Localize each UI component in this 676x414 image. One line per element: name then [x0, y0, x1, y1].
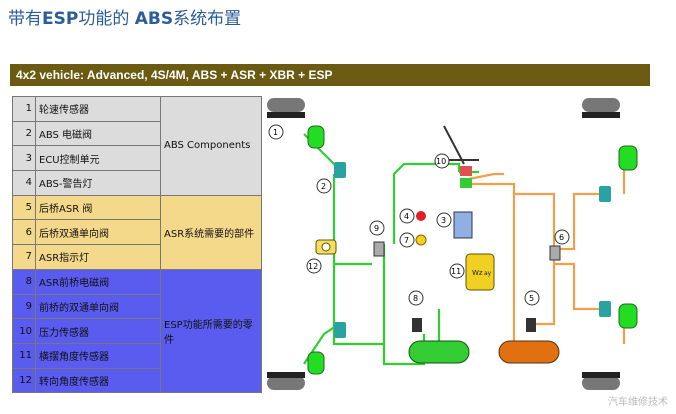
- callout-8: 8: [413, 294, 418, 303]
- legend-item-number: 1: [12, 96, 36, 122]
- ecu-unit: [453, 211, 473, 239]
- legend-item-name: ASR前桥电磁阀: [35, 268, 161, 295]
- legend-item-number: 8: [12, 268, 36, 295]
- legend-group-label: ESP功能所需要的零件: [160, 268, 262, 394]
- legend-item-name: 转向角度传感器: [35, 367, 161, 394]
- callout-10: 10: [436, 157, 446, 166]
- legend-item-number: 2: [12, 120, 36, 147]
- legend-item-number: 5: [12, 194, 36, 221]
- diagram-callouts: 1 2 3 4 5 6 7 8 9 10 11 12: [268, 124, 570, 306]
- legend-item-name: 后桥双通单向阀: [35, 219, 161, 246]
- legend-item-name: ECU控制单元: [35, 145, 161, 172]
- watermark: 汽车维修技术: [608, 397, 668, 408]
- legend-item-name: ABS 电磁阀: [35, 120, 161, 147]
- callout-5: 5: [529, 294, 534, 303]
- callout-11: 11: [451, 267, 461, 276]
- legend-item-name: 压力传感器: [35, 318, 161, 344]
- rear-air-lines: [468, 154, 626, 356]
- yaw-rate-sensor: Wz ay: [465, 253, 495, 291]
- legend-item-number: 12: [12, 367, 36, 394]
- callout-12: 12: [308, 262, 318, 271]
- legend-item-name: 横摆角度传感器: [35, 342, 161, 369]
- legend-group-label: ABS Components: [160, 96, 262, 196]
- callout-4: 4: [404, 212, 409, 221]
- legend-item-name: 后桥ASR 阀: [35, 194, 161, 221]
- callout-2: 2: [321, 182, 326, 191]
- legend-group-label: ASR系统需要的部件: [160, 194, 262, 270]
- steering-angle-sensor: [315, 239, 337, 255]
- legend-item-number: 9: [12, 293, 36, 320]
- legend-item-number: 4: [12, 170, 36, 196]
- rear-air-tank: [498, 340, 560, 364]
- legend-item-number: 10: [12, 318, 36, 344]
- yaw-label-ay: ay: [484, 270, 492, 277]
- legend-item-name: ABS-警告灯: [35, 170, 161, 196]
- front-double-check-valve: [373, 241, 385, 257]
- legend-item-name: ASR指示灯: [35, 244, 161, 270]
- legend-item-number: 6: [12, 219, 36, 246]
- brake-system-diagram: Wz ay 1 2 3 4 5 6 7 8 9 10 11 12: [264, 94, 654, 404]
- abs-valves: [334, 162, 611, 338]
- callout-7: 7: [404, 236, 409, 245]
- legend-item-number: 7: [12, 244, 36, 270]
- callout-9: 9: [374, 224, 379, 233]
- legend-item-number: 3: [12, 145, 36, 172]
- front-right-wheel: [582, 98, 620, 118]
- legend-item-name: 前桥的双通单向阀: [35, 293, 161, 320]
- page-title: 带有ESP功能的 ABS系统布置: [8, 9, 242, 29]
- legend-item-name: 轮速传感器: [35, 96, 161, 122]
- foot-brake-valve: [443, 125, 479, 188]
- vehicle-config-banner: 4x2 vehicle: Advanced, 4S/4M, ABS + ASR …: [10, 64, 650, 86]
- asr-indicator-lamp: [415, 234, 427, 246]
- rear-double-check-valve: [549, 245, 561, 261]
- legend-item-number: 11: [12, 342, 36, 369]
- rear-asr-valve: [526, 318, 536, 332]
- front-left-wheel: [267, 98, 305, 118]
- front-asr-valve: [412, 318, 422, 332]
- brake-chambers: [307, 125, 638, 375]
- rear-left-wheel: [267, 372, 305, 390]
- callout-6: 6: [559, 233, 564, 242]
- rear-right-wheel: [582, 372, 620, 390]
- callout-1: 1: [273, 128, 278, 137]
- yaw-label-wz: Wz: [472, 269, 483, 277]
- front-air-tank: [408, 340, 470, 364]
- abs-warning-lamp: [416, 211, 426, 221]
- callout-3: 3: [441, 216, 446, 225]
